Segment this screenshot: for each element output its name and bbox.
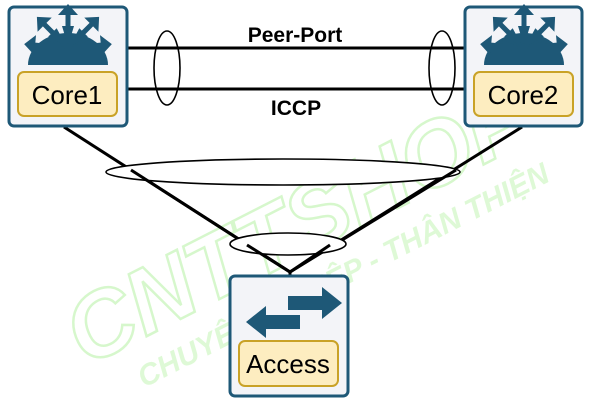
peer-port-label: Peer-Port bbox=[248, 24, 343, 47]
multilayer-switch-icon bbox=[480, 4, 568, 65]
core2-switch[interactable]: Core2 bbox=[463, 4, 584, 128]
mlag-bundle-ellipse bbox=[105, 158, 461, 186]
core1-switch[interactable]: Core1 bbox=[7, 4, 129, 128]
access-label: Access bbox=[246, 349, 330, 379]
core1-label: Core1 bbox=[32, 80, 103, 110]
core2-label: Core2 bbox=[488, 80, 559, 110]
peer-links bbox=[128, 46, 468, 91]
multilayer-switch-icon bbox=[24, 4, 112, 65]
access-bundle-ellipse bbox=[229, 232, 347, 256]
peer-bundle-left-ellipse bbox=[153, 30, 181, 106]
core2-label-box bbox=[473, 71, 574, 117]
access-label-box bbox=[238, 340, 339, 387]
iccp-label: ICCP bbox=[271, 97, 321, 120]
access-switch[interactable]: Access bbox=[228, 274, 350, 398]
layer2-switch-icon bbox=[246, 287, 342, 338]
core1-label-box bbox=[17, 71, 118, 117]
peer-bundle-right-ellipse bbox=[428, 30, 456, 106]
